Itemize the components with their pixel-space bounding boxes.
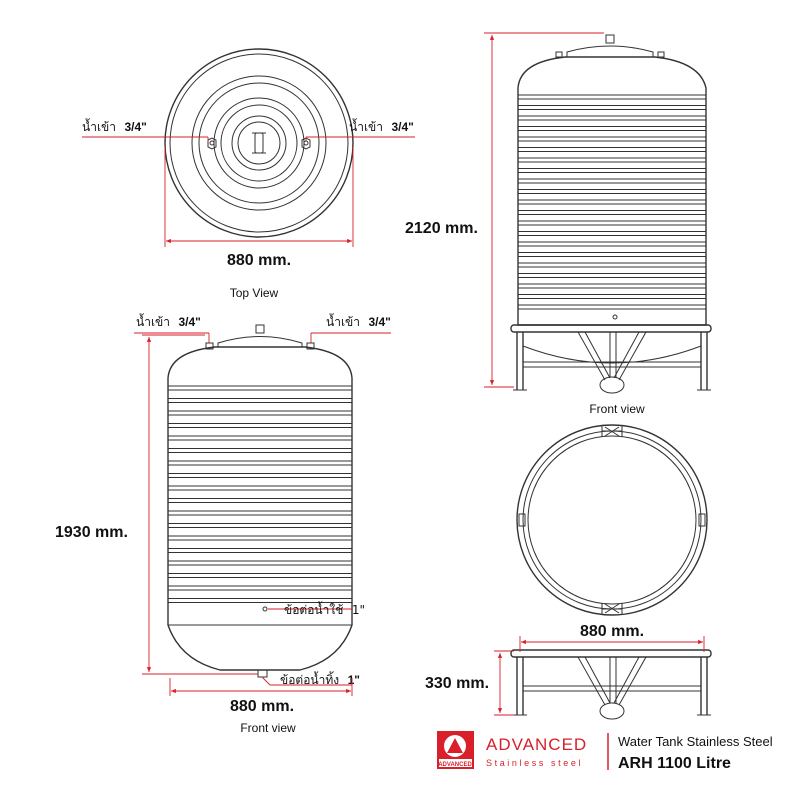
front-width-dimension: 880 mm. [230, 698, 294, 715]
corrugation-rings [168, 385, 352, 603]
front-height-dimension: 1930 mm. [55, 524, 128, 541]
product-name: Water Tank Stainless Steel [618, 734, 773, 749]
top-inlet-right-label: น้ำเข้า 3/4" [349, 118, 414, 135]
front-view-caption: Front view [240, 721, 296, 735]
top-inlet-left-label: น้ำเข้า 3/4" [82, 118, 147, 135]
outlet-port-icon [262, 606, 268, 612]
top-view: น้ำเข้า 3/4" น้ำเข้า 3/4" 880 mm. Top Vi… [82, 48, 415, 300]
stand-front-view: 880 mm. 330 mm. [425, 623, 712, 720]
inlet-nut-icon [207, 137, 217, 150]
front-view-tank: น้ำเข้า 3/4" น้ำเข้า 3/4" ข้อต่อน้ำใช้ 1… [55, 313, 391, 735]
brand-name: ADVANCED [486, 735, 587, 754]
drain-label: ข้อต่อน้ำทิ้ง 1" [280, 671, 360, 688]
stand-height-dimension: 2120 mm. [405, 220, 478, 237]
outlet-label: ข้อต่อน้ำใช้ 1" [284, 601, 365, 618]
corrugation-rings [518, 94, 706, 310]
svg-text:ADVANCED: ADVANCED [438, 762, 472, 768]
stand-top-view [516, 424, 708, 616]
model-name: ARH 1100 Litre [618, 755, 731, 772]
top-view-caption: Top View [230, 286, 279, 300]
stand-height-330-dimension: 330 mm. [425, 675, 489, 692]
stand-width-dimension: 880 mm. [580, 623, 644, 640]
top-width-dimension: 880 mm. [227, 252, 291, 269]
front-inlet-right-label: น้ำเข้า 3/4" [326, 313, 391, 330]
advanced-logo: ADVANCED [437, 731, 474, 769]
brand-footer: ADVANCED ADVANCED Stainless steel Water … [437, 731, 773, 772]
brand-subtitle: Stainless steel [486, 758, 583, 768]
front-view-tank-with-stand: 2120 mm. Front view [405, 32, 712, 416]
front-inlet-left-label: น้ำเข้า 3/4" [136, 313, 201, 330]
stand-front-view-caption: Front view [589, 402, 645, 416]
